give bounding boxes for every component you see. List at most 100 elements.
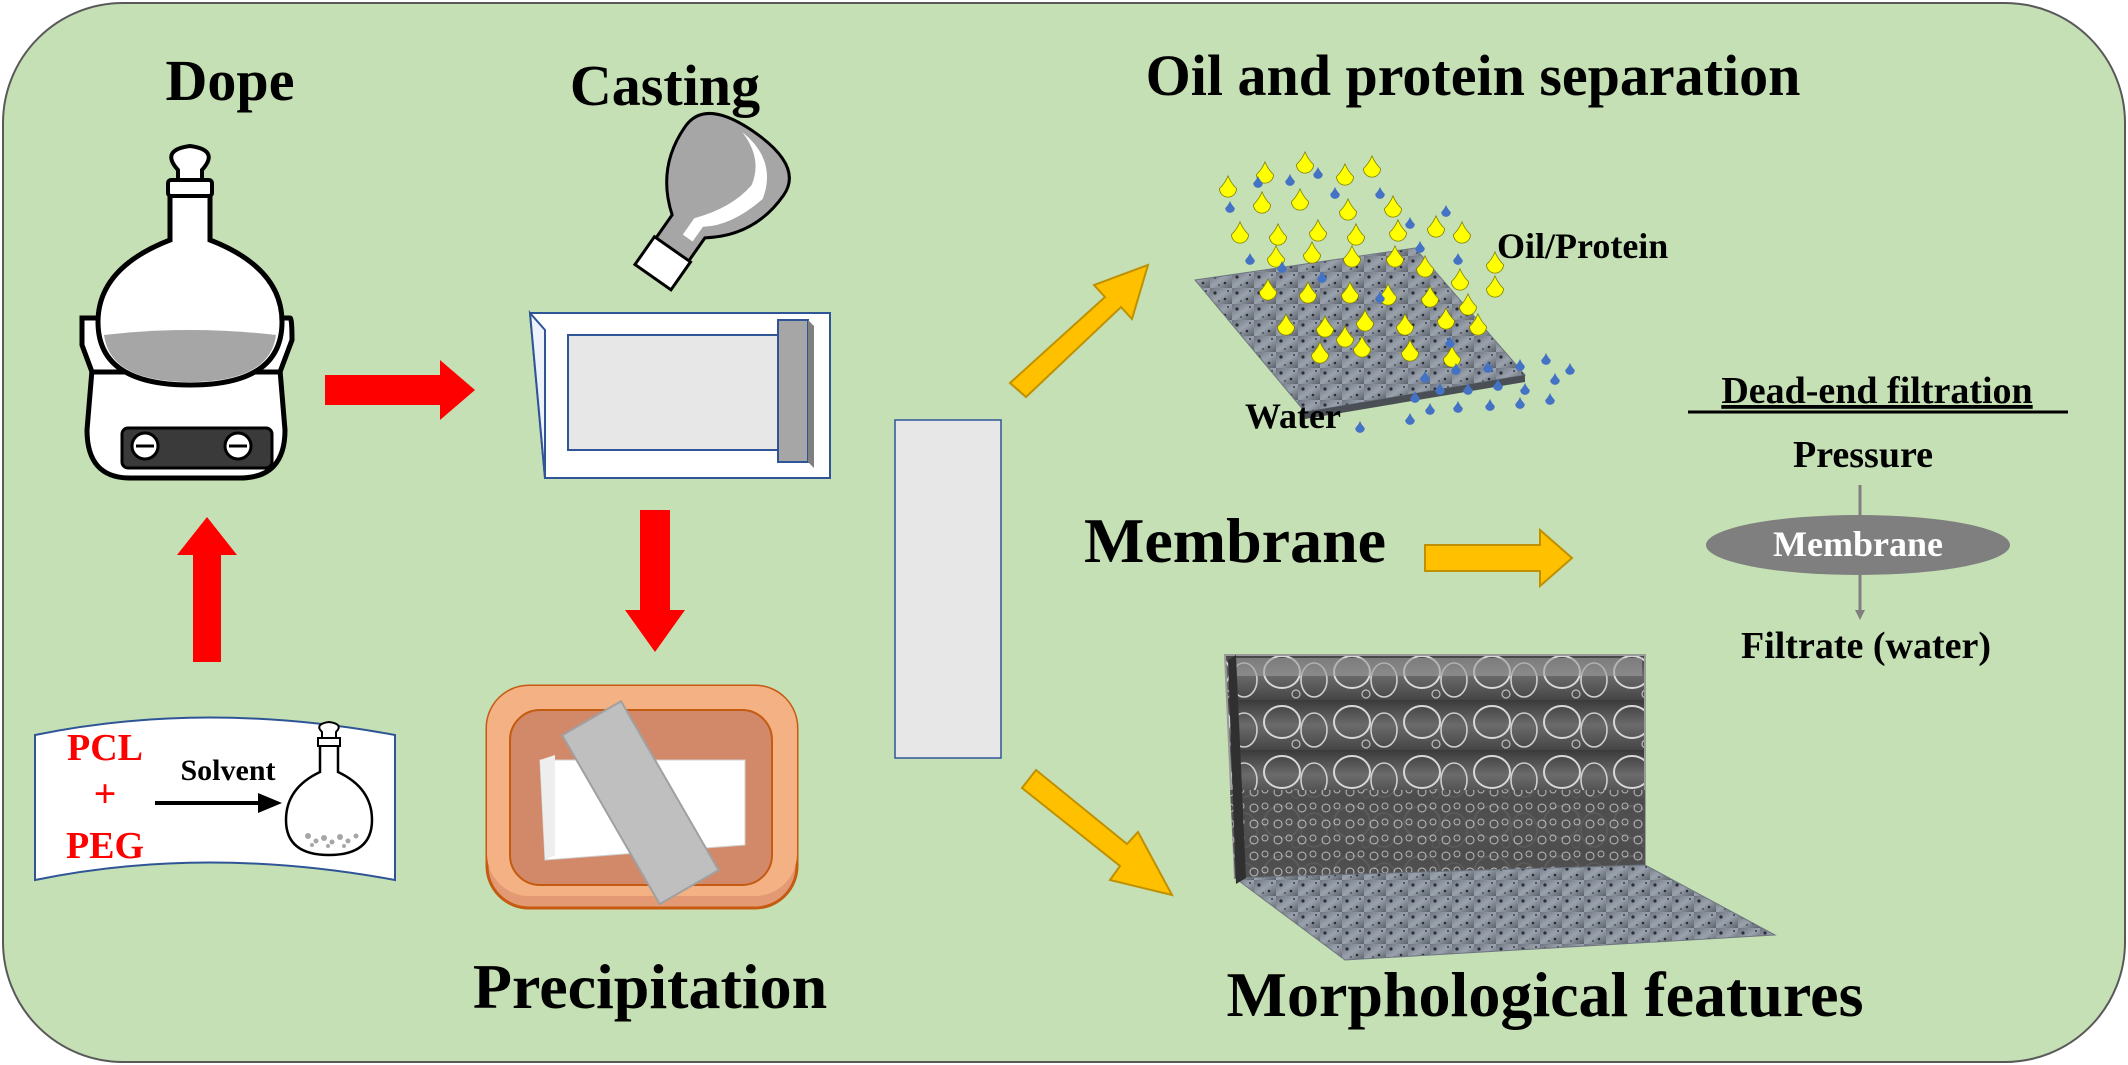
oil-drop bbox=[1336, 324, 1354, 348]
sem-morphology-image bbox=[1223, 654, 1777, 961]
oil-drop bbox=[1256, 160, 1274, 184]
oil-drop bbox=[1443, 344, 1461, 368]
oil-drop bbox=[1389, 218, 1407, 242]
oil-drop bbox=[1384, 194, 1402, 218]
water-drop bbox=[1375, 290, 1385, 303]
oil-drop bbox=[1469, 312, 1487, 336]
oil-drop bbox=[1451, 267, 1469, 291]
water-drop bbox=[1441, 204, 1451, 217]
oil-drop bbox=[1253, 190, 1271, 214]
water-drop bbox=[1545, 392, 1555, 405]
casting-title: Casting bbox=[570, 53, 760, 118]
water-drop bbox=[1410, 390, 1420, 403]
oil-drop bbox=[1453, 220, 1471, 244]
water-drop bbox=[1420, 370, 1430, 383]
filtrate-label: Filtrate (water) bbox=[1741, 625, 1991, 667]
orange-arrow-down-right bbox=[1020, 768, 1174, 897]
oil-drop bbox=[1277, 312, 1295, 336]
water-drop bbox=[1515, 396, 1525, 409]
water-drop bbox=[1405, 216, 1415, 229]
peg-label: PEG bbox=[66, 825, 144, 867]
water-drop bbox=[1225, 200, 1235, 213]
oil-drop bbox=[1303, 240, 1321, 264]
oil-drop bbox=[1343, 244, 1361, 268]
membrane-sheet bbox=[894, 419, 1002, 759]
oil-protein-separation-title: Oil and protein separation bbox=[1146, 43, 1801, 108]
oil-drop bbox=[1231, 220, 1249, 244]
water-drop bbox=[1550, 372, 1560, 385]
oil-drop bbox=[1259, 277, 1277, 301]
pressure-label: Pressure bbox=[1793, 434, 1933, 476]
oil-drop bbox=[1416, 254, 1434, 278]
pcl-peg-box: PCL + PEG Solvent bbox=[34, 716, 396, 882]
membrane-title: Membrane bbox=[1084, 505, 1386, 576]
solvent-label: Solvent bbox=[180, 754, 275, 787]
hot-plate-with-flask-icon bbox=[79, 143, 295, 481]
casting-tray-icon bbox=[528, 112, 831, 479]
water-drop bbox=[1405, 412, 1415, 425]
water-drop bbox=[1453, 400, 1463, 413]
water-drop bbox=[1317, 270, 1327, 283]
water-drop bbox=[1277, 260, 1287, 273]
water-drop bbox=[1425, 402, 1435, 415]
oil-drop bbox=[1311, 340, 1329, 364]
morphological-features-title: Morphological features bbox=[1227, 959, 1864, 1030]
dead-end-filtration-title: Dead-end filtration bbox=[1721, 370, 2032, 412]
oil-drop bbox=[1316, 314, 1334, 338]
oil-protein-label: Oil/Protein bbox=[1497, 226, 1668, 266]
water-drop bbox=[1520, 382, 1530, 395]
water-drop bbox=[1483, 360, 1493, 373]
oil-drop bbox=[1299, 280, 1317, 304]
oil-drop bbox=[1291, 187, 1309, 211]
oil-drop bbox=[1486, 274, 1504, 298]
water-drop bbox=[1445, 335, 1455, 348]
oil-drops-group bbox=[1219, 150, 1504, 368]
water-drop bbox=[1565, 362, 1575, 375]
water-drop bbox=[1435, 382, 1445, 395]
oil-drop bbox=[1437, 306, 1455, 330]
oil-drop bbox=[1219, 174, 1237, 198]
precipitation-title: Precipitation bbox=[473, 951, 827, 1022]
oil-drop bbox=[1341, 280, 1359, 304]
water-drop bbox=[1485, 398, 1495, 411]
membrane-ellipse-label: Membrane bbox=[1773, 524, 1943, 564]
water-drops-group bbox=[1225, 166, 1575, 433]
oil-drop bbox=[1267, 244, 1285, 268]
water-drop bbox=[1245, 252, 1255, 265]
oil-drop bbox=[1353, 334, 1371, 358]
red-arrow-down bbox=[625, 510, 685, 652]
water-drop bbox=[1330, 186, 1340, 199]
plus-label: + bbox=[94, 771, 117, 816]
oil-drop bbox=[1486, 250, 1504, 274]
water-drop bbox=[1253, 175, 1263, 188]
water-drop bbox=[1415, 240, 1425, 253]
water-drop bbox=[1313, 166, 1323, 179]
water-drop bbox=[1453, 252, 1463, 265]
oil-drop bbox=[1339, 197, 1357, 221]
filtrate-arrowhead bbox=[1855, 610, 1865, 620]
orange-arrow-right bbox=[1424, 527, 1574, 589]
orange-arrow-up-right bbox=[1008, 263, 1150, 399]
oil-drop bbox=[1347, 222, 1365, 246]
precipitation-bath-icon bbox=[485, 684, 799, 910]
oil-drop bbox=[1421, 284, 1439, 308]
solvent-arrowhead bbox=[258, 793, 282, 813]
dope-title: Dope bbox=[166, 48, 295, 113]
oil-drop bbox=[1396, 312, 1414, 336]
oil-drop bbox=[1386, 244, 1404, 268]
oil-drop bbox=[1363, 154, 1381, 178]
membrane-ellipse bbox=[1706, 515, 2010, 575]
oil-drop bbox=[1336, 162, 1354, 186]
water-drop bbox=[1493, 378, 1503, 391]
red-arrow-up bbox=[177, 517, 237, 662]
oil-drop bbox=[1356, 308, 1374, 332]
water-drop bbox=[1541, 352, 1551, 365]
red-arrow-right bbox=[325, 360, 475, 420]
water-label: Water bbox=[1245, 396, 1341, 436]
water-drop bbox=[1285, 173, 1295, 186]
oil-drop bbox=[1309, 218, 1327, 242]
oil-drop bbox=[1427, 214, 1445, 238]
water-drop bbox=[1515, 358, 1525, 371]
